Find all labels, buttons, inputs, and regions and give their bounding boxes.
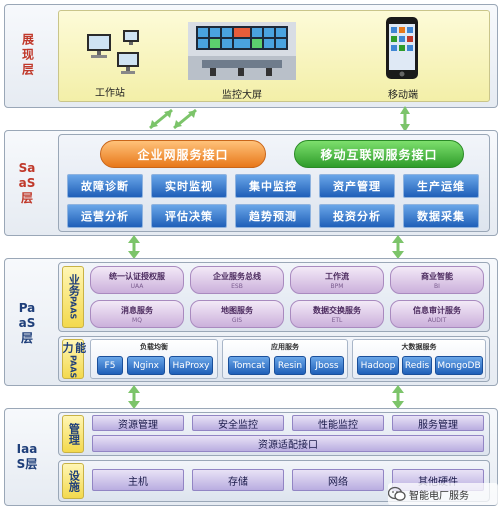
tool-haproxy: HaProxy (169, 356, 213, 375)
group-application-services: 应用服务 Tomcat Resin Jboss (222, 339, 348, 379)
monitor-wall-icon (188, 22, 296, 80)
connector-arrows-mid (128, 235, 404, 259)
mgmt-resource-management: 资源管理 (92, 415, 184, 431)
paas-layer-label: PaaS层 (18, 300, 36, 345)
tool-resin: Resin (274, 356, 306, 375)
saas-module-fault-diagnosis: 故障诊断 (67, 174, 143, 198)
enterprise-network-interface: 企业网服务接口 (100, 140, 266, 168)
facility-host: 主机 (92, 469, 184, 491)
saas-module-evaluation-decision: 评估决策 (151, 204, 227, 228)
saas-layer-label: SaaS层 (18, 160, 36, 205)
connector-arrows-top (149, 106, 410, 132)
tool-redis: Redis (402, 356, 432, 375)
facilities-label: 设施 (62, 463, 84, 499)
watermark: 智能电厂服务 (388, 483, 498, 505)
presentation-layer-label: 展现层 (20, 32, 35, 78)
saas-module-central-monitor: 集中监控 (235, 174, 311, 198)
mobile-internet-interface: 移动互联网服务接口 (294, 140, 464, 168)
connector-arrows-bottom (128, 385, 404, 409)
tool-nginx: Nginx (127, 356, 165, 375)
group-application-services-title: 应用服务 (271, 343, 299, 351)
tool-tomcat: Tomcat (228, 356, 270, 375)
mgmt-service-management: 服务管理 (392, 415, 484, 431)
iaas-layer-label: IaaS层 (16, 442, 38, 471)
mobile-caption: 移动端 (388, 90, 418, 101)
tool-hadoop: Hadoop (357, 356, 399, 375)
mobile-phone-icon (385, 16, 419, 80)
saas-module-operation-analysis: 运营分析 (67, 204, 143, 228)
workstation-caption: 工作站 (95, 88, 125, 99)
saas-module-investment-analysis: 投资分析 (319, 204, 395, 228)
facility-network: 网络 (292, 469, 384, 491)
saas-module-data-collection: 数据采集 (403, 204, 479, 228)
monitor-wall-caption: 监控大屏 (222, 90, 262, 101)
management-label: 管理 (62, 415, 84, 453)
watermark-text: 智能电厂服务 (409, 490, 469, 502)
group-big-data-services-title: 大数据服务 (401, 343, 437, 351)
business-paas-label: 业务 PAAS (62, 266, 84, 328)
group-load-balancing: 负载均衡 F5 Nginx HaProxy (90, 339, 218, 379)
facility-storage: 存储 (192, 469, 284, 491)
saas-module-trend-forecast: 趋势预测 (235, 204, 311, 228)
mgmt-performance-monitoring: 性能监控 (292, 415, 384, 431)
resource-adapter-interface: 资源适配接口 (92, 435, 484, 452)
saas-module-production-ops: 生产运维 (403, 174, 479, 198)
wechat-icon (388, 486, 406, 501)
group-big-data-services: 大数据服务 Hadoop Redis MongoDB (352, 339, 486, 379)
capability-paas-label: 能力 PAAS (61, 339, 87, 379)
group-load-balancing-title: 负载均衡 (140, 343, 168, 351)
tool-mongodb: MongoDB (435, 356, 483, 375)
tool-jboss: Jboss (310, 356, 344, 375)
mgmt-security-monitoring: 安全监控 (192, 415, 284, 431)
workstation-icon (85, 28, 145, 78)
saas-module-realtime-watch: 实时监视 (151, 174, 227, 198)
saas-module-asset-management: 资产管理 (319, 174, 395, 198)
tool-f5: F5 (97, 356, 123, 375)
